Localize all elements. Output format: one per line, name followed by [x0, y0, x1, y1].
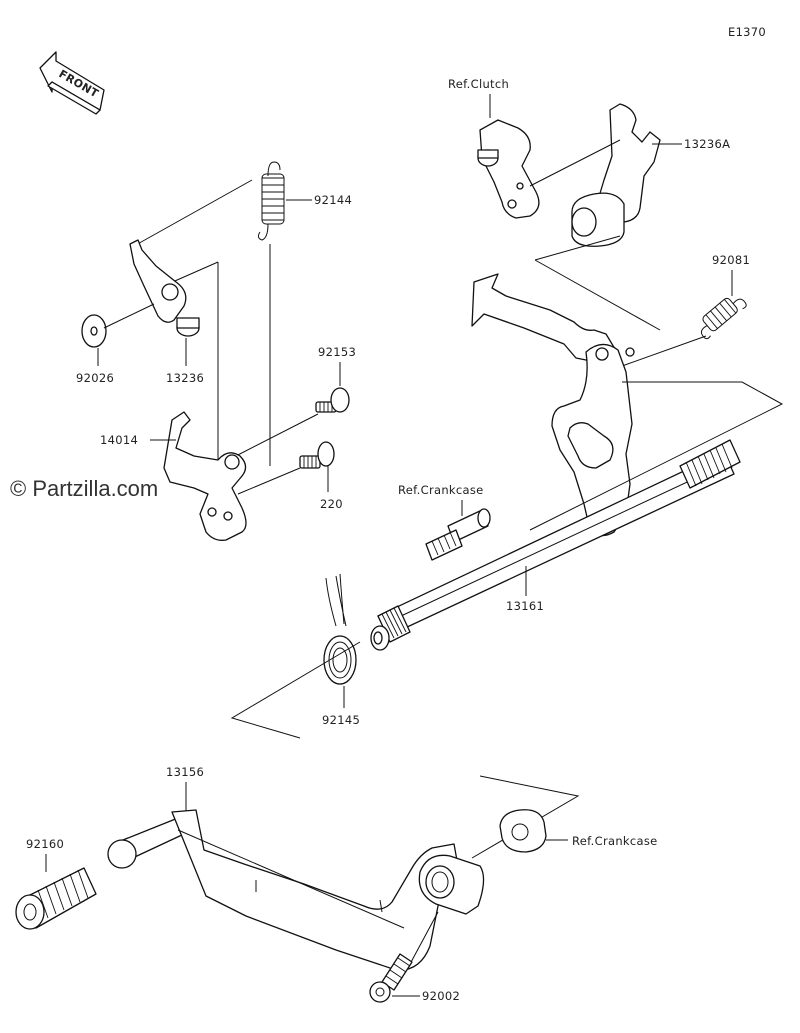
label-13156[interactable]: 13156 [166, 765, 204, 779]
part-13236a-lever[interactable] [571, 103, 661, 247]
label-92153[interactable]: 92153 [318, 345, 356, 359]
part-ref-crankcase-washer[interactable] [499, 809, 547, 853]
label-92144[interactable]: 92144 [314, 193, 352, 207]
part-13236-lever[interactable] [129, 239, 200, 337]
label-92081[interactable]: 92081 [712, 253, 750, 267]
part-92026-washer[interactable] [81, 314, 107, 348]
label-ref-crankcase-top[interactable]: Ref.Crankcase [398, 483, 484, 497]
label-13236a[interactable]: 13236A [684, 137, 730, 151]
label-92160[interactable]: 92160 [26, 837, 64, 851]
part-92153-bolt[interactable] [315, 387, 350, 413]
label-14014[interactable]: 14014 [100, 433, 138, 447]
label-13161[interactable]: 13161 [506, 599, 544, 613]
front-arrow-icon: FRONT [39, 51, 105, 115]
label-ref-crankcase-bottom[interactable]: Ref.Crankcase [572, 834, 658, 848]
label-13236[interactable]: 13236 [166, 371, 204, 385]
part-92081-spring[interactable] [694, 290, 748, 340]
part-92160-rubber[interactable] [15, 867, 97, 930]
label-92002[interactable]: 92002 [422, 989, 460, 1003]
part-13161-shift-shaft[interactable] [370, 273, 741, 651]
part-220-bolt[interactable] [299, 441, 335, 469]
part-92145-torsion-spring[interactable] [323, 573, 357, 685]
label-220[interactable]: 220 [320, 497, 343, 511]
label-ref-clutch[interactable]: Ref.Clutch [448, 77, 509, 91]
label-92145[interactable]: 92145 [322, 713, 360, 727]
part-ref-clutch[interactable] [477, 119, 540, 219]
diagram-code: E1370 [728, 25, 766, 39]
part-13156-shift-pedal[interactable] [107, 809, 485, 971]
part-92144-spring[interactable] [257, 161, 285, 241]
part-ref-crankcase-dowel[interactable] [425, 508, 491, 561]
part-92002-bolt[interactable] [369, 953, 413, 1003]
watermark-text: © Partzilla.com [10, 476, 158, 501]
part-14014-lever[interactable] [163, 411, 247, 541]
label-92026[interactable]: 92026 [76, 371, 114, 385]
